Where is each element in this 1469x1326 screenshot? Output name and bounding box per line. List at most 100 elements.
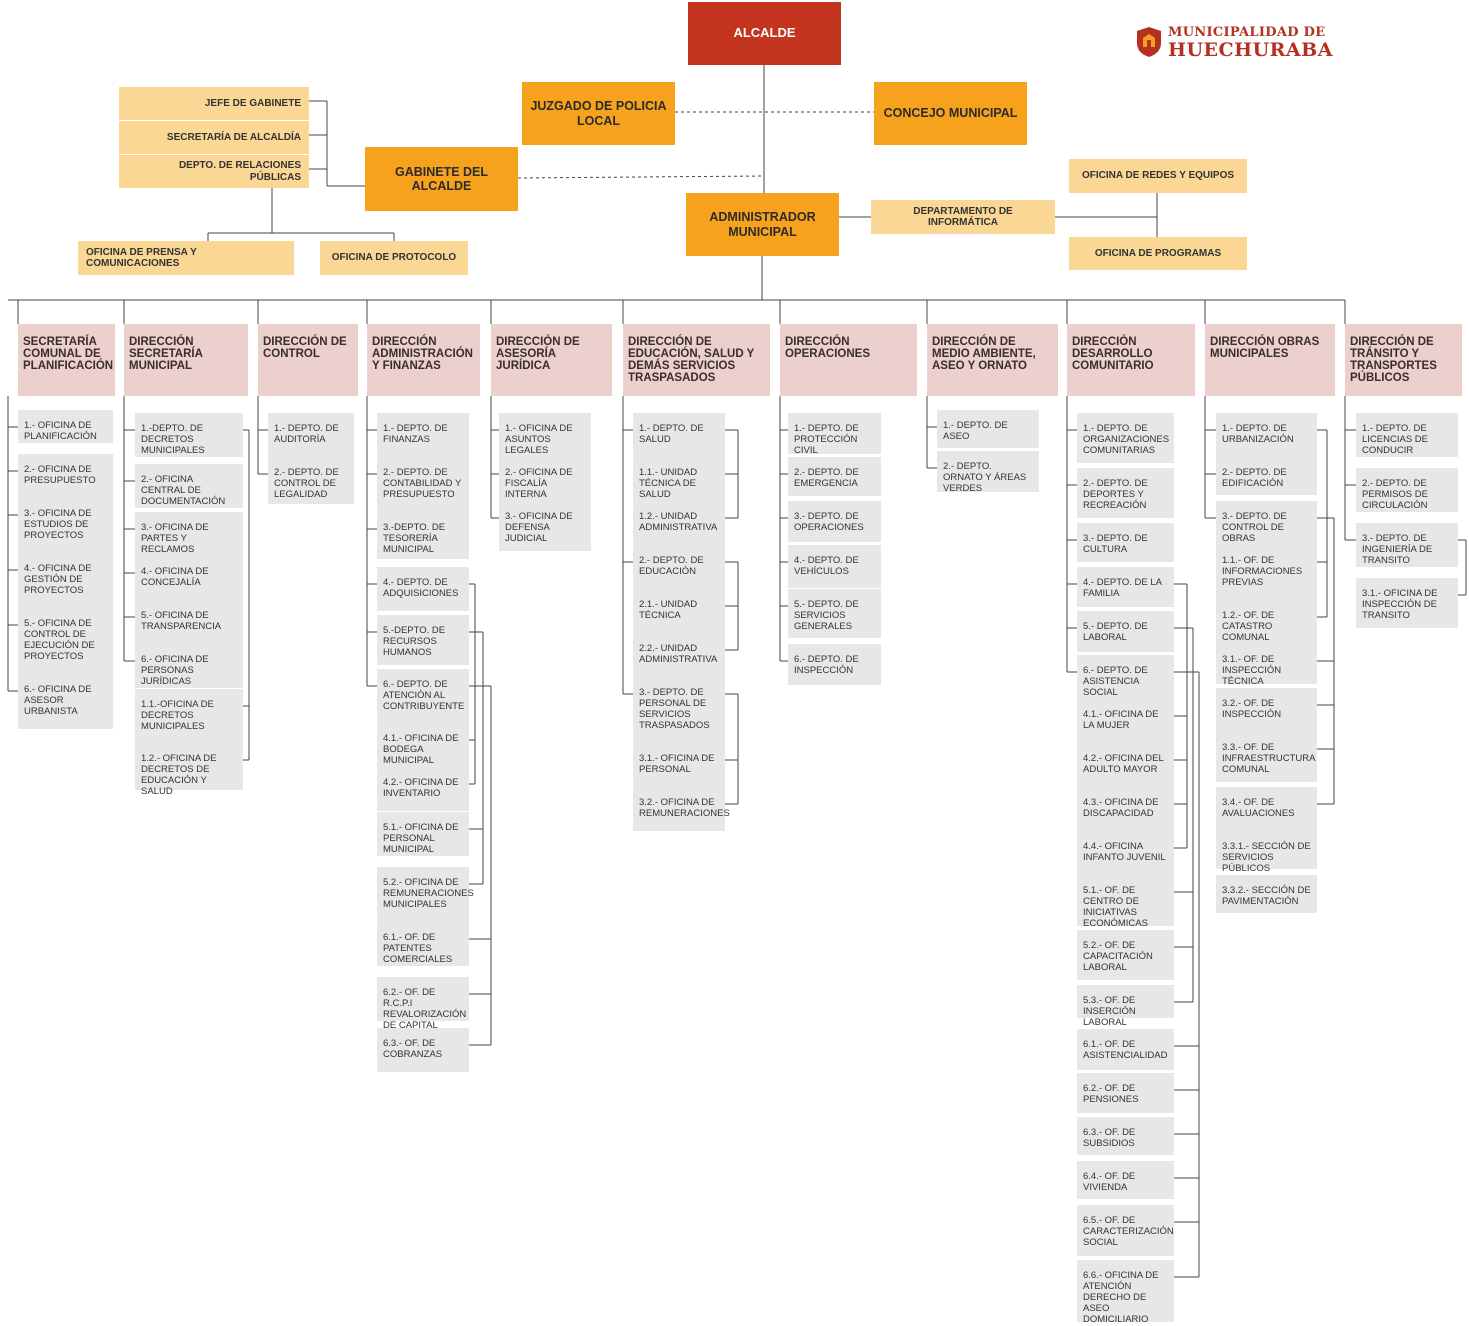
unidad-6-depto-de-atencion-al-contribuyente: 6.- DEPTO. DE ATENCIÓN AL CONTRIBUYENTE xyxy=(377,669,469,724)
unidad-3-depto-de-control-de-obras: 3.- DEPTO. DE CONTROL DE OBRAS xyxy=(1216,501,1317,545)
unidad-6-4-of-de-vivienda: 6.4.- OF. DE VIVIENDA xyxy=(1077,1161,1174,1199)
unidad-1-depto-de-finanzas: 1.- DEPTO. DE FINANZAS xyxy=(377,413,469,457)
redes-box: OFICINA DE REDES Y EQUIPOS xyxy=(1069,159,1247,193)
unidad-2-depto-de-permisos-de-circulacion: 2.- DEPTO. DE PERMISOS DE CIRCULACIÓN xyxy=(1356,468,1458,512)
unidad-2-2-unidad-administrativa: 2.2.- UNIDAD ADMINISTRATIVA xyxy=(633,633,725,677)
unidad-3-depto-de-personal-de-servicios-traspasados: 3.- DEPTO. DE PERSONAL DE SERVICIOS TRAS… xyxy=(633,677,725,743)
municipal-logo: MUNICIPALIDAD DE HUECHURABA xyxy=(1134,22,1344,62)
unidad-5-1-of-de-centro-de-iniciativas-economicas: 5.1.- OF. DE CENTRO DE INICIATIVAS ECONÓ… xyxy=(1077,875,1174,929)
unidad-1-1-unidad-tecnica-de-salud: 1.1.- UNIDAD TÉCNICA DE SALUD xyxy=(633,457,725,501)
unidad-4-oficina-de-gestion-de-proyectos: 4.- OFICINA DE GESTIÓN DE PROYECTOS xyxy=(18,553,113,608)
unidad-5-oficina-de-transparencia: 5.- OFICINA DE TRANSPARENCIA xyxy=(135,600,243,644)
unidad-4-3-oficina-de-discapacidad: 4.3.- OFICINA DE DISCAPACIDAD xyxy=(1077,787,1174,831)
protocolo-box: OFICINA DE PROTOCOLO xyxy=(320,241,468,275)
direccion-direccion-de-control: DIRECCIÓN DE CONTROL xyxy=(258,324,358,396)
logo-line-1: MUNICIPALIDAD DE xyxy=(1168,24,1326,40)
unidad-3-oficina-de-estudios-de-proyectos: 3.- OFICINA DE ESTUDIOS DE PROYECTOS xyxy=(18,498,113,553)
unidad-1-2-oficina-de-decretos-de-educacion-y-salud: 1.2.- OFICINA DE DECRETOS DE EDUCACIÓN Y… xyxy=(135,743,243,797)
unidad-4-2-oficina-de-inventario: 4.2.- OFICINA DE INVENTARIO xyxy=(377,767,469,811)
unidad-4-1-oficina-de-la-mujer: 4.1.- OFICINA DE LA MUJER xyxy=(1077,699,1174,743)
unidad-3-depto-de-cultura: 3.- DEPTO. DE CULTURA xyxy=(1077,523,1174,562)
unidad-1-1-of-de-informaciones-previas: 1.1.- OF. DE INFORMACIONES PREVIAS xyxy=(1216,545,1317,600)
unidad-1-oficina-de-asuntos-legales: 1.- OFICINA DE ASUNTOS LEGALES xyxy=(499,413,591,457)
municipal-shield-icon xyxy=(1137,27,1161,57)
unidad-3-4-of-de-avaluaciones: 3.4.- OF. DE AVALUACIONES xyxy=(1216,787,1317,831)
unidad-4-depto-de-vehiculos: 4.- DEPTO. DE VEHÍCULOS xyxy=(788,545,881,588)
unidad-4-oficina-de-concejalia: 4.- OFICINA DE CONCEJALÍA xyxy=(135,556,243,600)
unidad-1-depto-de-licencias-de-conducir: 1.- DEPTO. DE LICENCIAS DE CONDUCIR xyxy=(1356,413,1458,457)
programas-box: OFICINA DE PROGRAMAS xyxy=(1069,237,1247,270)
unidad-6-2-of-de-r-c-p-i-revalorizacion-de-capital: 6.2.- OF. DE R.C.P.I REVALORIZACIÓN DE C… xyxy=(377,977,469,1031)
concejo-box: CONCEJO MUNICIPAL xyxy=(874,82,1027,145)
unidad-1-depto-de-urbanizacion: 1.- DEPTO. DE URBANIZACIÓN xyxy=(1216,413,1317,457)
unidad-1-depto-de-decretos-municipales: 1.-DEPTO. DE DECRETOS MUNICIPALES xyxy=(135,413,243,457)
unidad-2-depto-de-contabilidad-y-presupuesto: 2.- DEPTO. DE CONTABILIDAD Y PRESUPUESTO xyxy=(377,457,469,512)
unidad-3-3-2-seccion-de-pavimentacion: 3.3.2.- SECCIÓN DE PAVIMENTACIÓN xyxy=(1216,875,1317,913)
unidad-6-2-of-de-pensiones: 6.2.- OF. DE PENSIONES xyxy=(1077,1073,1174,1113)
unidad-2-oficina-central-de-documentacion: 2.- OFICINA CENTRAL DE DOCUMENTACIÓN xyxy=(135,464,243,508)
unidad-3-depto-de-tesoreria-municipal: 3.-DEPTO. DE TESORERÍA MUNICIPAL xyxy=(377,512,469,559)
direccion-direccion-de-medio-ambiente-aseo-y-ornato: DIRECCIÓN DE MEDIO AMBIENTE, ASEO Y ORNA… xyxy=(927,324,1058,396)
unidad-4-4-oficina-infanto-juvenil: 4.4.- OFICINA INFANTO JUVENIL xyxy=(1077,831,1174,875)
unidad-2-depto-de-control-de-legalidad: 2.- DEPTO. DE CONTROL DE LEGALIDAD xyxy=(268,457,354,504)
unidad-5-2-oficina-de-remuneraciones-municipales: 5.2.- OFICINA DE REMUNERACIONES MUNICIPA… xyxy=(377,867,474,922)
secretaria-alcaldia-box: SECRETARÍA DE ALCALDÍA xyxy=(119,121,309,154)
unidad-4-depto-de-adquisiciones: 4.- DEPTO. DE ADQUISICIONES xyxy=(377,567,469,611)
relaciones-publicas-box: DEPTO. DE RELACIONES PÚBLICAS xyxy=(119,155,309,188)
unidad-5-depto-de-servicios-generales: 5.- DEPTO. DE SERVICIOS GENERALES xyxy=(788,589,881,638)
unidad-6-1-of-de-patentes-comerciales: 6.1.- OF. DE PATENTES COMERCIALES xyxy=(377,922,469,966)
unidad-3-oficina-de-partes-y-reclamos: 3.- OFICINA DE PARTES Y RECLAMOS xyxy=(135,512,243,556)
administrador-box: ADMINISTRADOR MUNICIPAL xyxy=(686,193,839,256)
unidad-2-depto-de-deportes-y-recreacion: 2.- DEPTO. DE DEPORTES Y RECREACIÓN xyxy=(1077,468,1174,518)
unidad-6-depto-de-asistencia-social: 6.- DEPTO. DE ASISTENCIA SOCIAL xyxy=(1077,655,1174,699)
unidad-1-depto-de-proteccion-civil: 1.- DEPTO. DE PROTECCIÓN CIVIL xyxy=(788,413,881,456)
unidad-2-depto-ornato-y-areas-verdes: 2.- DEPTO. ORNATO Y ÁREAS VERDES xyxy=(937,451,1039,494)
unidad-1-2-unidad-administrativa: 1.2.- UNIDAD ADMINISTRATIVA xyxy=(633,501,725,545)
direccion-direccion-desarrollo-comunitario: DIRECCIÓN DESARROLLO COMUNITARIO xyxy=(1067,324,1195,396)
unidad-6-oficina-de-asesor-urbanista: 6.- OFICINA DE ASESOR URBANISTA xyxy=(18,674,113,729)
unidad-4-depto-de-la-familia: 4.- DEPTO. DE LA FAMILIA xyxy=(1077,567,1174,607)
connector-line-132 xyxy=(517,175,765,179)
unidad-5-depto-de-recursos-humanos: 5.-DEPTO. DE RECURSOS HUMANOS xyxy=(377,615,469,665)
unidad-2-depto-de-emergencia: 2.- DEPTO. DE EMERGENCIA xyxy=(788,457,881,496)
logo-line-2: HUECHURABA xyxy=(1168,38,1333,61)
unidad-2-oficina-de-fiscalia-interna: 2.- OFICINA DE FISCALÍA INTERNA xyxy=(499,457,591,501)
unidad-1-2-of-de-catastro-comunal: 1.2.- OF. DE CATASTRO COMUNAL xyxy=(1216,600,1317,644)
unidad-1-depto-de-salud: 1.- DEPTO. DE SALUD xyxy=(633,413,725,457)
jefe-gabinete-box: JEFE DE GABINETE xyxy=(119,87,309,120)
unidad-6-1-of-de-asistencialidad: 6.1.- OF. DE ASISTENCIALIDAD xyxy=(1077,1029,1174,1070)
unidad-3-depto-de-operaciones: 3.- DEPTO. DE OPERACIONES xyxy=(788,501,881,542)
direccion-direccion-de-transito-y-transportes-publicos: DIRECCIÓN DE TRÁNSITO Y TRANSPORTES PÚBL… xyxy=(1345,324,1462,396)
direccion-direccion-secretaria-municipal: DIRECCIÓN SECRETARÍA MUNICIPAL xyxy=(124,324,248,396)
unidad-5-2-of-de-capacitacion-laboral: 5.2.- OF. DE CAPACITACIÓN LABORAL xyxy=(1077,930,1174,980)
unidad-6-3-of-de-subsidios: 6.3.- OF. DE SUBSIDIOS xyxy=(1077,1117,1174,1155)
unidad-3-oficina-de-defensa-judicial: 3.- OFICINA DE DEFENSA JUDICIAL xyxy=(499,501,591,551)
unidad-1-depto-de-auditoria: 1.- DEPTO. DE AUDITORÍA xyxy=(268,413,354,457)
unidad-6-6-oficina-de-atencion-derecho-de-aseo-domicili: 6.6.- OFICINA DE ATENCIÓN DERECHO DE ASE… xyxy=(1077,1260,1174,1325)
direccion-direccion-de-asesoria-juridica: DIRECCIÓN DE ASESORÍA JURÍDICA xyxy=(491,324,612,396)
unidad-5-1-oficina-de-personal-municipal: 5.1.- OFICINA DE PERSONAL MUNICIPAL xyxy=(377,812,469,856)
juzgado-box: JUZGADO DE POLICIA LOCAL xyxy=(522,82,675,145)
unidad-2-1-unidad-tecnica: 2.1.- UNIDAD TÉCNICA xyxy=(633,589,725,633)
unidad-3-2-oficina-de-remuneraciones: 3.2.- OFICINA DE REMUNERACIONES xyxy=(633,787,730,831)
direccion-secretaria-comunal-de-planificacion: SECRETARÍA COMUNAL DE PLANIFICACIÓN xyxy=(18,324,115,396)
unidad-3-1-oficina-de-personal: 3.1.- OFICINA DE PERSONAL xyxy=(633,743,725,787)
unidad-3-1-oficina-de-inspeccion-de-transito: 3.1.- OFICINA DE INSPECCIÓN DE TRANSITO xyxy=(1356,578,1458,628)
gabinete-box: GABINETE DEL ALCALDE xyxy=(365,147,518,211)
unidad-6-5-of-de-caracterizacion-social: 6.5.- OF. DE CARACTERIZACIÓN SOCIAL xyxy=(1077,1205,1174,1256)
unidad-3-depto-de-ingenieria-de-transito: 3.- DEPTO. DE INGENIERÍA DE TRANSITO xyxy=(1356,523,1458,567)
direccion-direccion-administracion-y-finanzas: DIRECCIÓN ADMINISTRACIÓN Y FINANZAS xyxy=(367,324,480,396)
unidad-2-oficina-de-presupuesto: 2.- OFICINA DE PRESUPUESTO xyxy=(18,454,113,498)
unidad-6-3-of-de-cobranzas: 6.3.- OF. DE COBRANZAS xyxy=(377,1028,469,1072)
unidad-4-2-oficina-del-adulto-mayor: 4.2.- OFICINA DEL ADULTO MAYOR xyxy=(1077,743,1174,787)
unidad-2-depto-de-educacion: 2.- DEPTO. DE EDUCACIÓN xyxy=(633,545,725,589)
alcalde-box: ALCALDE xyxy=(688,2,841,65)
direccion-direccion-obras-municipales: DIRECCIÓN OBRAS MUNICIPALES xyxy=(1205,324,1335,396)
unidad-1-1-oficina-de-decretos-municipales: 1.1.-OFICINA DE DECRETOS MUNICIPALES xyxy=(135,689,243,744)
informatica-box: DEPARTAMENTO DE INFORMÁTICA xyxy=(871,200,1055,234)
prensa-box: OFICINA DE PRENSA Y COMUNICACIONES xyxy=(78,241,294,275)
unidad-6-depto-de-inspeccion: 6.- DEPTO. DE INSPECCIÓN xyxy=(788,644,881,685)
unidad-3-3-of-de-infraestructura-comunal: 3.3.- OF. DE INFRAESTRUCTURA COMUNAL xyxy=(1216,732,1317,782)
unidad-1-depto-de-organizaciones-comunitarias: 1.- DEPTO. DE ORGANIZACIONES COMUNITARIA… xyxy=(1077,413,1174,463)
